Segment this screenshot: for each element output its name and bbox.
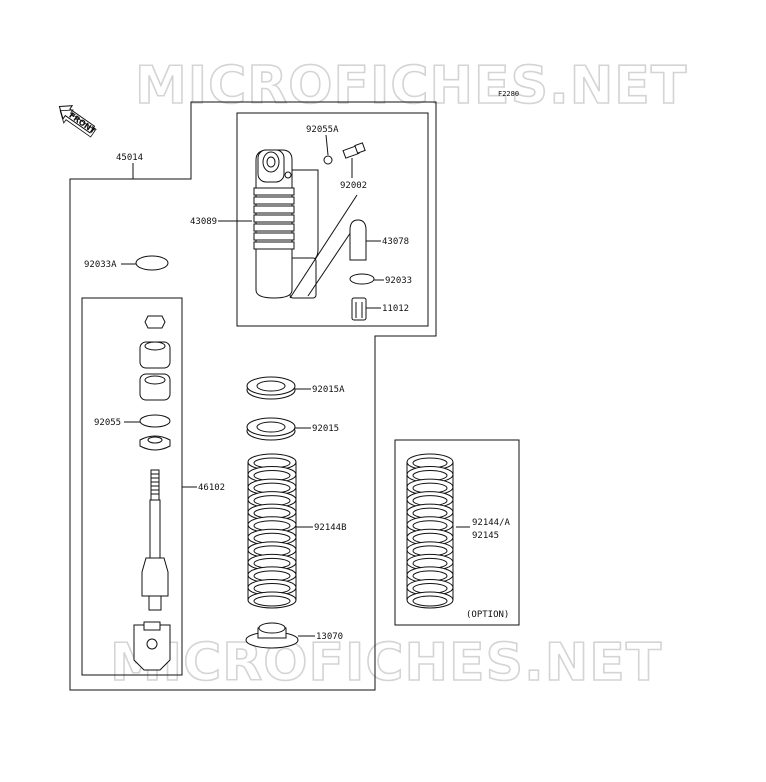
spring-seat-a [246,376,296,400]
label-92055: 92055 [94,418,121,428]
front-arrow-icon: FRONT [58,105,98,138]
label-11012: 11012 [382,304,409,314]
leader-92055a [325,134,329,156]
option-note: (OPTION) [466,610,509,620]
label-92144a: 92144/A [472,518,511,528]
reservoir-cap [349,219,367,261]
label-92144b: 92144B [314,523,347,533]
o-ring-top [323,155,333,165]
spring-coil-inner [412,595,448,607]
assembly-outline [69,101,437,691]
label-92015: 92015 [312,424,339,434]
spring-coil-inner [253,595,291,607]
watermark-top: MICROFICHES.NET [135,56,687,116]
label-43089: 43089 [190,217,217,227]
shock-box [236,112,429,327]
label-92015a: 92015A [312,385,345,395]
option-spring [406,453,454,609]
main-spring [247,453,297,609]
circlip-outer [135,255,169,271]
label-46102: 46102 [198,483,225,493]
label-92033a: 92033A [84,260,117,270]
label-92002: 92002 [340,181,367,191]
shock-body [253,149,319,299]
connector-line-b [307,222,358,297]
label-13070: 13070 [316,632,343,642]
figure-code: F2280 [498,90,519,98]
spring-seat [246,417,296,441]
circlip-inner [349,273,375,285]
spring-guide [245,622,299,649]
watermark-bottom: MICROFICHES.NET [110,633,662,693]
label-92033: 92033 [385,276,412,286]
option-box [394,439,520,626]
valve-11012 [351,297,367,321]
label-43078: 43078 [382,237,409,247]
rod-parts [133,315,171,671]
label-45014: 45014 [116,153,143,163]
label-92145: 92145 [472,531,499,541]
bolt-92002 [342,142,366,159]
label-92055a: 92055A [306,125,339,135]
connector-line-a [289,194,358,299]
